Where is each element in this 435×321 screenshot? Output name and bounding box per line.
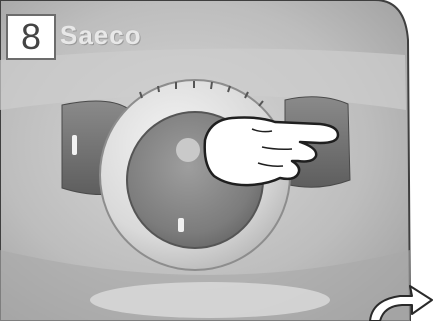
dial-knob-center (176, 138, 200, 162)
curved-arrow-right-icon[interactable] (360, 272, 435, 321)
step-number: 8 (21, 19, 41, 55)
dial-knob-marker (178, 218, 184, 232)
lower-highlight (90, 282, 330, 318)
left-button-indicator (72, 135, 77, 155)
step-number-badge: 8 (6, 14, 56, 60)
brand-logo: Saeco (60, 20, 142, 51)
